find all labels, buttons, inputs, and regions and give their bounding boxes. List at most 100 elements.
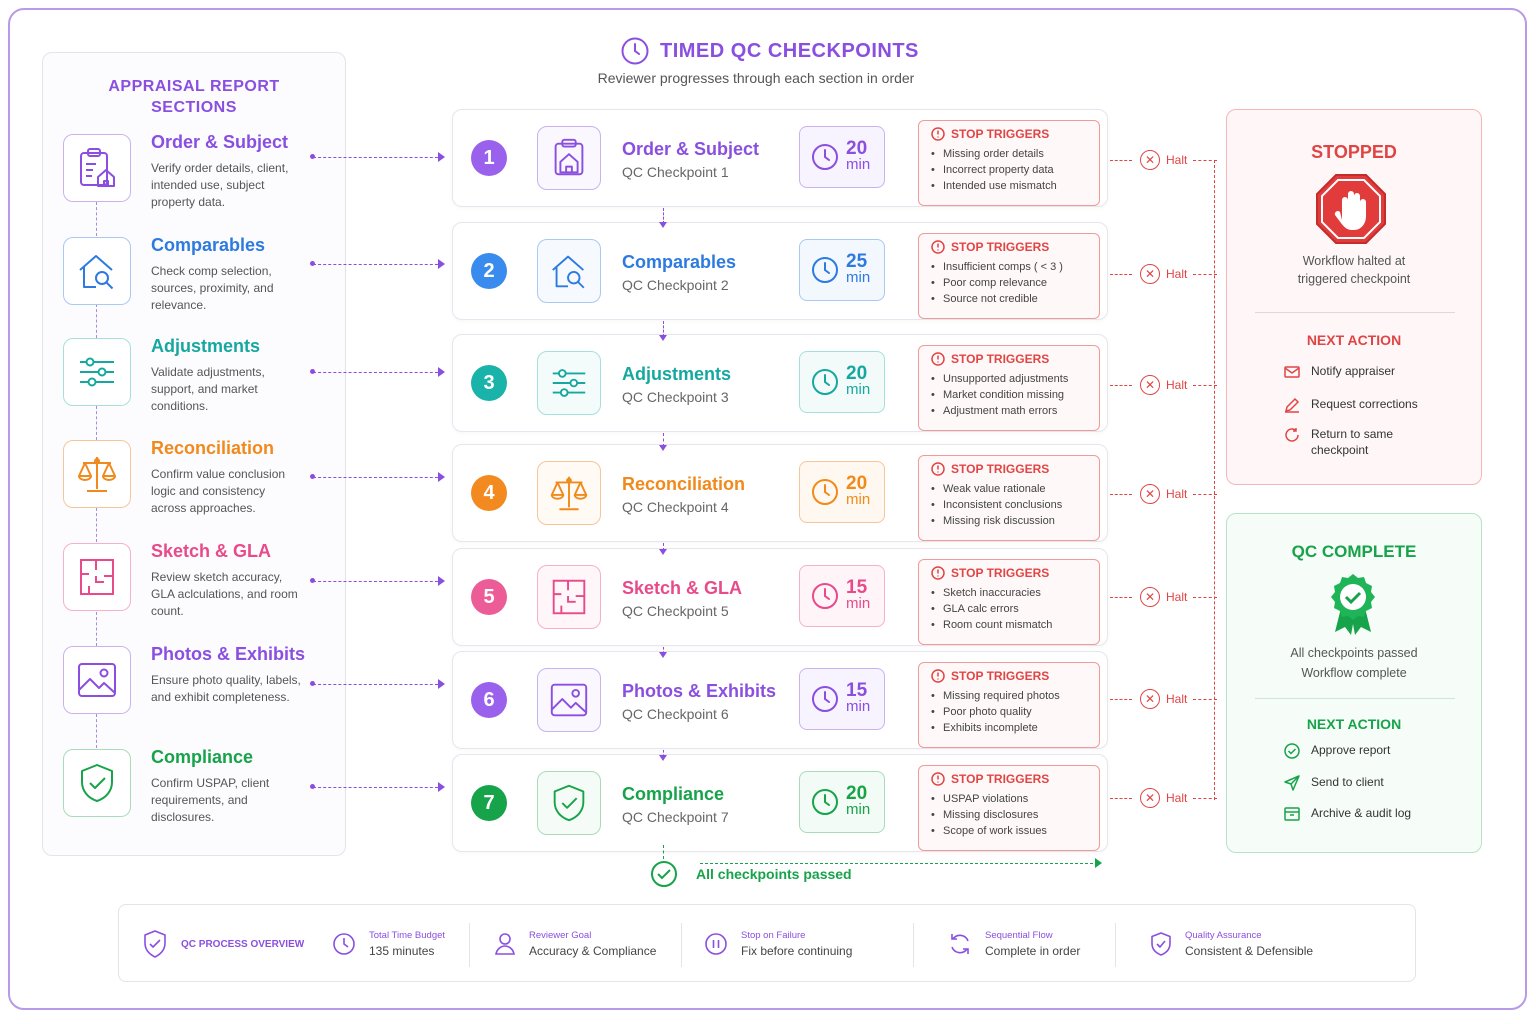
page-subtitle: Reviewer progresses through each section… <box>597 70 915 86</box>
stop-triggers: STOP TRIGGERS Sketch inaccuraciesGLA cal… <box>918 559 1100 645</box>
halt-connector: ✕Halt <box>1110 586 1218 608</box>
clock-icon <box>812 369 838 395</box>
flow-arrow <box>659 208 668 228</box>
step-number: 7 <box>471 785 507 821</box>
pencil-icon <box>1284 397 1300 413</box>
clock-icon <box>621 37 649 65</box>
all-passed: All checkpoints passed <box>650 860 852 888</box>
stop-triggers: STOP TRIGGERS Weak value rationaleIncons… <box>918 455 1100 541</box>
clipboard-house-icon <box>63 134 131 202</box>
clock-icon <box>812 583 838 609</box>
alert-icon <box>931 462 945 476</box>
x-circle-icon: ✕ <box>1140 264 1160 284</box>
section-to-checkpoint-arrow <box>310 782 445 793</box>
section-photos-exhibits: Photos & Exhibits Ensure photo quality, … <box>63 644 343 726</box>
section-to-checkpoint-arrow <box>310 152 445 163</box>
stop-triggers: STOP TRIGGERS Missing required photosPoo… <box>918 662 1100 748</box>
floorplan-icon <box>537 565 601 629</box>
title-text: TIMED QC CHECKPOINTS <box>660 39 919 62</box>
user-icon <box>495 933 515 955</box>
house-search-icon <box>537 239 601 303</box>
scale-icon <box>63 440 131 508</box>
alert-icon <box>931 127 945 141</box>
halt-connector: ✕Halt <box>1110 149 1218 171</box>
pass-arrow <box>700 858 1102 869</box>
refresh-icon <box>951 934 969 954</box>
section-sketch-gla: Sketch & GLA Review sketch accuracy, GLA… <box>63 541 343 623</box>
section-connector <box>96 612 97 646</box>
flow-arrow <box>659 433 668 451</box>
section-connector <box>96 304 97 338</box>
flow-arrow <box>659 647 668 658</box>
outer-frame <box>8 8 1527 1010</box>
x-circle-icon: ✕ <box>1140 788 1160 808</box>
overview-label: QC PROCESS OVERVIEW <box>141 905 304 983</box>
action-send-to-client: Send to client <box>1283 774 1384 792</box>
stop-hand-icon <box>1316 174 1386 244</box>
alert-icon <box>931 240 945 254</box>
shield-check-icon <box>144 930 166 958</box>
house-search-icon <box>63 237 131 305</box>
clock-icon <box>812 686 838 712</box>
flow-arrow <box>659 750 668 761</box>
pause-icon <box>705 933 727 955</box>
alert-icon <box>931 772 945 786</box>
step-number: 1 <box>471 140 507 176</box>
flow-arrow <box>663 845 664 859</box>
image-icon <box>537 668 601 732</box>
section-connector <box>96 202 97 236</box>
shield-check-icon <box>537 771 601 835</box>
halt-connector: ✕Halt <box>1110 483 1218 505</box>
section-order-subject: Order & Subject Verify order details, cl… <box>63 132 343 214</box>
halt-connector: ✕Halt <box>1110 688 1218 710</box>
clock-icon <box>812 789 838 815</box>
floorplan-icon <box>63 543 131 611</box>
x-circle-icon: ✕ <box>1140 587 1160 607</box>
image-icon <box>63 646 131 714</box>
page-title: TIMED QC CHECKPOINTS <box>620 36 919 66</box>
sliders-icon <box>537 351 601 415</box>
flow-arrow <box>659 321 668 341</box>
send-icon <box>1284 775 1300 791</box>
action-approve-report: Approve report <box>1283 742 1390 760</box>
flow-arrow <box>659 543 668 555</box>
scale-icon <box>537 461 601 525</box>
section-compliance: Compliance Confirm USPAP, client require… <box>63 747 343 829</box>
award-ribbon-icon <box>1331 574 1375 635</box>
x-circle-icon: ✕ <box>1140 150 1160 170</box>
step-number: 6 <box>471 682 507 718</box>
alert-icon <box>931 352 945 366</box>
refresh-icon <box>1285 428 1299 442</box>
section-to-checkpoint-arrow <box>310 472 445 483</box>
section-to-checkpoint-arrow <box>310 679 445 690</box>
shield-check-icon <box>1151 932 1171 956</box>
mail-icon <box>1284 366 1300 378</box>
stop-triggers: STOP TRIGGERS USPAP violationsMissing di… <box>918 765 1100 851</box>
sections-panel-title: APPRAISAL REPORT SECTIONS <box>108 78 280 116</box>
halt-connector: ✕Halt <box>1110 374 1218 396</box>
halt-connector: ✕Halt <box>1110 787 1218 809</box>
stop-triggers: STOP TRIGGERS Insufficient comps ( < 3 )… <box>918 233 1100 319</box>
stop-triggers: STOP TRIGGERS Unsupported adjustmentsMar… <box>918 345 1100 431</box>
alert-icon <box>931 669 945 683</box>
section-to-checkpoint-arrow <box>310 259 445 270</box>
